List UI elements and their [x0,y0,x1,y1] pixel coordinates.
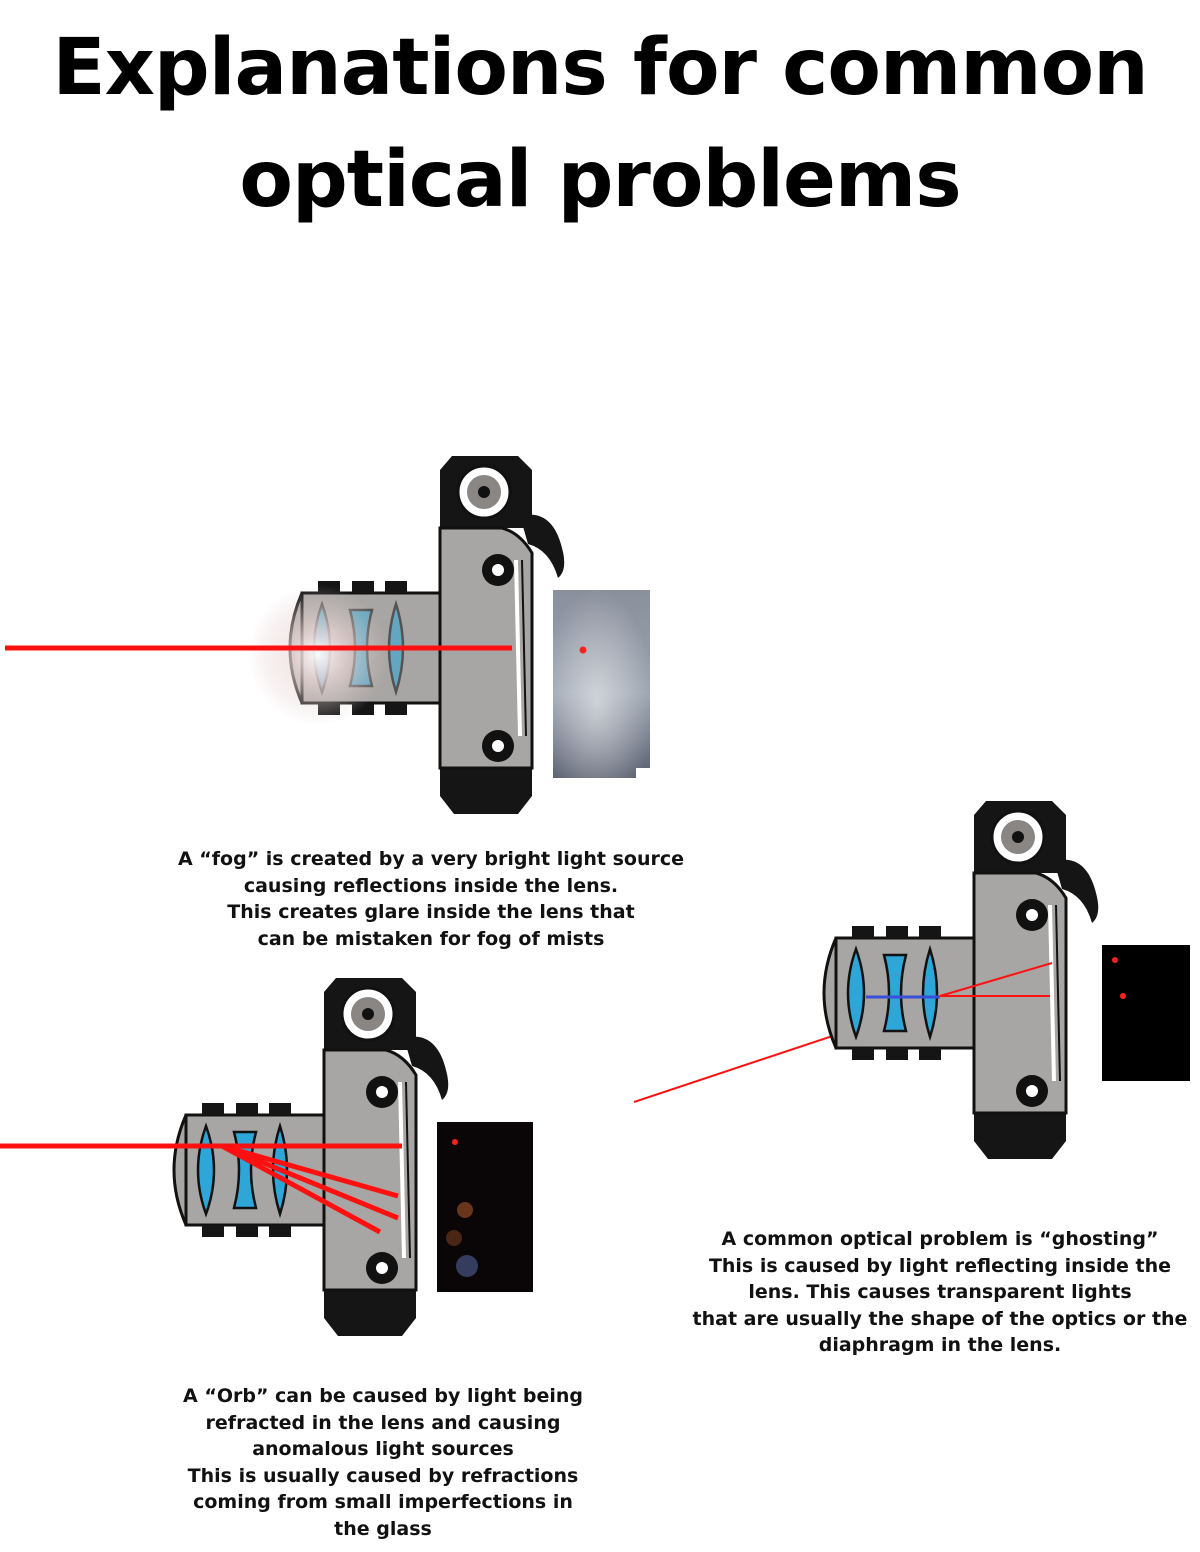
title-line-2: optical problems [239,135,961,225]
orb-caption-line: anomalous light sources [252,1438,514,1460]
fog-caption-line: causing reflections inside the lens. [243,874,619,897]
ghosting-caption: A common optical problem is “ghosting” T… [690,1226,1190,1359]
orb-caption: A “Orb” can be caused by light being ref… [166,1383,600,1542]
orb-caption-line: A “Orb” can be caused by light being [183,1385,583,1407]
fog-caption: A “fog” is created by a very bright ligh… [176,846,686,952]
page-title: Explanations for common optical problems [0,12,1200,236]
orb-diagram [0,976,533,1338]
ghosting-caption-line: diaphragm in the lens. [818,1334,1062,1356]
fog-caption-line: can be mistaken for fog of mists [257,927,605,950]
fog-caption-line: A “fog” is created by a very bright ligh… [177,848,685,870]
orb-caption-line: refracted in the lens and causing [205,1411,561,1434]
fog-image-frame [553,590,650,778]
fog-diagram [5,454,650,816]
orb-light-rays [0,1143,402,1235]
fog-caption-line: This creates glare inside the lens that [227,901,635,923]
orb-caption-line: This is usually caused by refractions [187,1464,579,1487]
orb-caption-line: the glass [334,1517,432,1540]
ghosting-caption-line: A common optical problem is “ghosting” [721,1228,1159,1250]
ghosting-caption-line: lens. This causes transparent lights [748,1281,1132,1303]
orb-caption-line: coming from small imperfections in [193,1491,573,1513]
title-line-1: Explanations for common [52,23,1148,113]
fog-glare [248,585,388,725]
ghosting-caption-line: This is caused by light reflecting insid… [708,1254,1172,1277]
orb-camera [172,976,451,1338]
orb-image-frame [437,1122,533,1292]
ghosting-diagram [633,799,1190,1161]
ghosting-image-frame [1102,945,1190,1081]
ghosting-caption-line: that are usually the shape of the optics… [692,1307,1188,1330]
ghosting-camera [822,799,1101,1161]
